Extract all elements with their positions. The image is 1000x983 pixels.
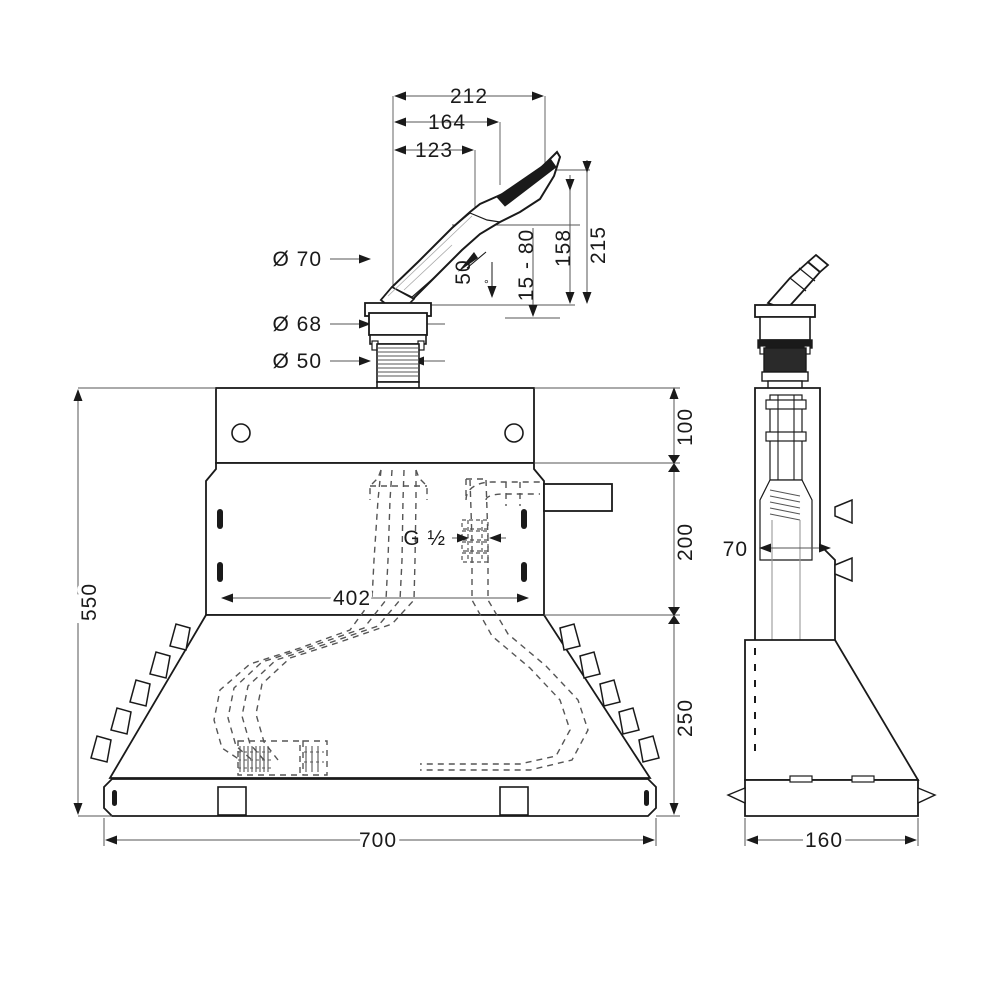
side-view xyxy=(726,253,937,817)
thread-g-half-label: G ½ xyxy=(403,527,446,550)
dim-700-label: 700 xyxy=(359,829,397,852)
edge-clips xyxy=(90,623,660,763)
dim-550-label: 550 xyxy=(78,583,101,621)
angle-degree-symbol: ° xyxy=(484,277,489,291)
clip-r3 xyxy=(599,679,621,707)
plinth-slot-right xyxy=(644,790,649,806)
side-top-flange xyxy=(754,304,816,318)
handshower-assembly xyxy=(379,150,562,316)
handshower-construction-lines xyxy=(387,215,473,297)
dim-402-label: 402 xyxy=(333,587,371,610)
thread-lines xyxy=(377,347,419,377)
mounting-hole-left xyxy=(231,423,251,443)
dim-15-80-label: 15 - 80 xyxy=(515,229,538,301)
slot-left-bottom xyxy=(217,562,223,582)
tick-250-top xyxy=(668,615,680,624)
dim-215-label: 215 xyxy=(587,226,610,264)
side-plinth-clips xyxy=(726,786,937,805)
clip-l5 xyxy=(90,735,112,763)
clip-l4 xyxy=(110,707,132,735)
dim-70-label: 70 xyxy=(723,538,748,561)
side-inner-column xyxy=(759,394,813,561)
dim-160-label: 160 xyxy=(805,829,843,852)
side-flared-body xyxy=(744,639,920,781)
side-spring-coil xyxy=(769,489,801,521)
side-plinth xyxy=(744,779,919,817)
dim-700-group xyxy=(103,818,657,846)
side-collar xyxy=(759,316,811,341)
clip-r4 xyxy=(618,707,640,735)
dim-158-label: 158 xyxy=(552,229,575,267)
side-tab-1 xyxy=(789,775,813,783)
angle-leader xyxy=(466,251,487,269)
top-horizontal-dims xyxy=(394,91,544,155)
side-column-lines xyxy=(777,395,795,480)
slot-left-top xyxy=(217,509,223,529)
side-plinth-tabs xyxy=(789,775,875,783)
side-plinth-clip-left xyxy=(726,786,746,805)
side-clip-2 xyxy=(834,556,853,583)
side-clip-1 xyxy=(834,498,853,525)
dim-100-label: 100 xyxy=(674,408,697,446)
clip-l2 xyxy=(149,651,171,679)
side-tab-2 xyxy=(851,775,875,783)
hidden-fitting-hatch xyxy=(238,746,272,772)
outlet-spout xyxy=(543,483,613,512)
handshower-spray-face xyxy=(496,159,557,207)
mounting-hole-right xyxy=(504,423,524,443)
dim-160-group xyxy=(744,818,919,846)
collar-68 xyxy=(368,312,428,336)
side-clips xyxy=(834,498,853,583)
dia-68-label: Ø 68 xyxy=(272,313,322,336)
body-slots xyxy=(217,509,527,582)
clip-r2 xyxy=(579,651,601,679)
hidden-hose-routing xyxy=(213,469,589,776)
angle-arrow xyxy=(458,252,478,272)
side-dark-band xyxy=(763,347,807,373)
plinth-block-left xyxy=(217,786,247,816)
dim-123-label: 123 xyxy=(415,139,453,162)
plinth-block-right xyxy=(499,786,529,816)
slot-right-top xyxy=(521,509,527,529)
hidden-connector-box xyxy=(237,740,301,776)
clip-l1 xyxy=(169,623,191,651)
upper-box xyxy=(215,387,535,464)
tick-200-top xyxy=(668,463,680,472)
front-body-outline xyxy=(103,387,657,817)
right-dim-tick-arrows xyxy=(668,455,680,624)
hidden-fitting-hatch-2 xyxy=(304,746,324,772)
slot-right-bottom xyxy=(521,562,527,582)
dim-212-label: 212 xyxy=(450,85,488,108)
plinth-slot-left xyxy=(112,790,117,806)
tick-200-bottom xyxy=(668,607,680,616)
clip-r1 xyxy=(559,623,581,651)
side-plinth-clip-right xyxy=(917,786,937,805)
dim-164-label: 164 xyxy=(428,111,466,134)
top-vertical-dims xyxy=(528,160,592,317)
side-ring xyxy=(761,371,809,382)
dia-70-label: Ø 70 xyxy=(272,248,322,271)
side-handshower-stub xyxy=(766,253,830,312)
right-vertical-dim-lines xyxy=(534,387,680,817)
hidden-connector-box-2 xyxy=(302,740,328,776)
dim-550-group xyxy=(73,387,216,817)
clip-l3 xyxy=(129,679,151,707)
tick-100-bottom xyxy=(668,455,680,464)
bottom-plinth xyxy=(103,778,657,817)
clip-r5 xyxy=(638,735,660,763)
angle-50-label: 50 xyxy=(452,259,475,284)
dim-200-label: 200 xyxy=(674,523,697,561)
dim-250-label: 250 xyxy=(674,699,697,737)
dia-50-label: Ø 50 xyxy=(272,350,322,373)
side-stub-lines xyxy=(789,267,816,292)
